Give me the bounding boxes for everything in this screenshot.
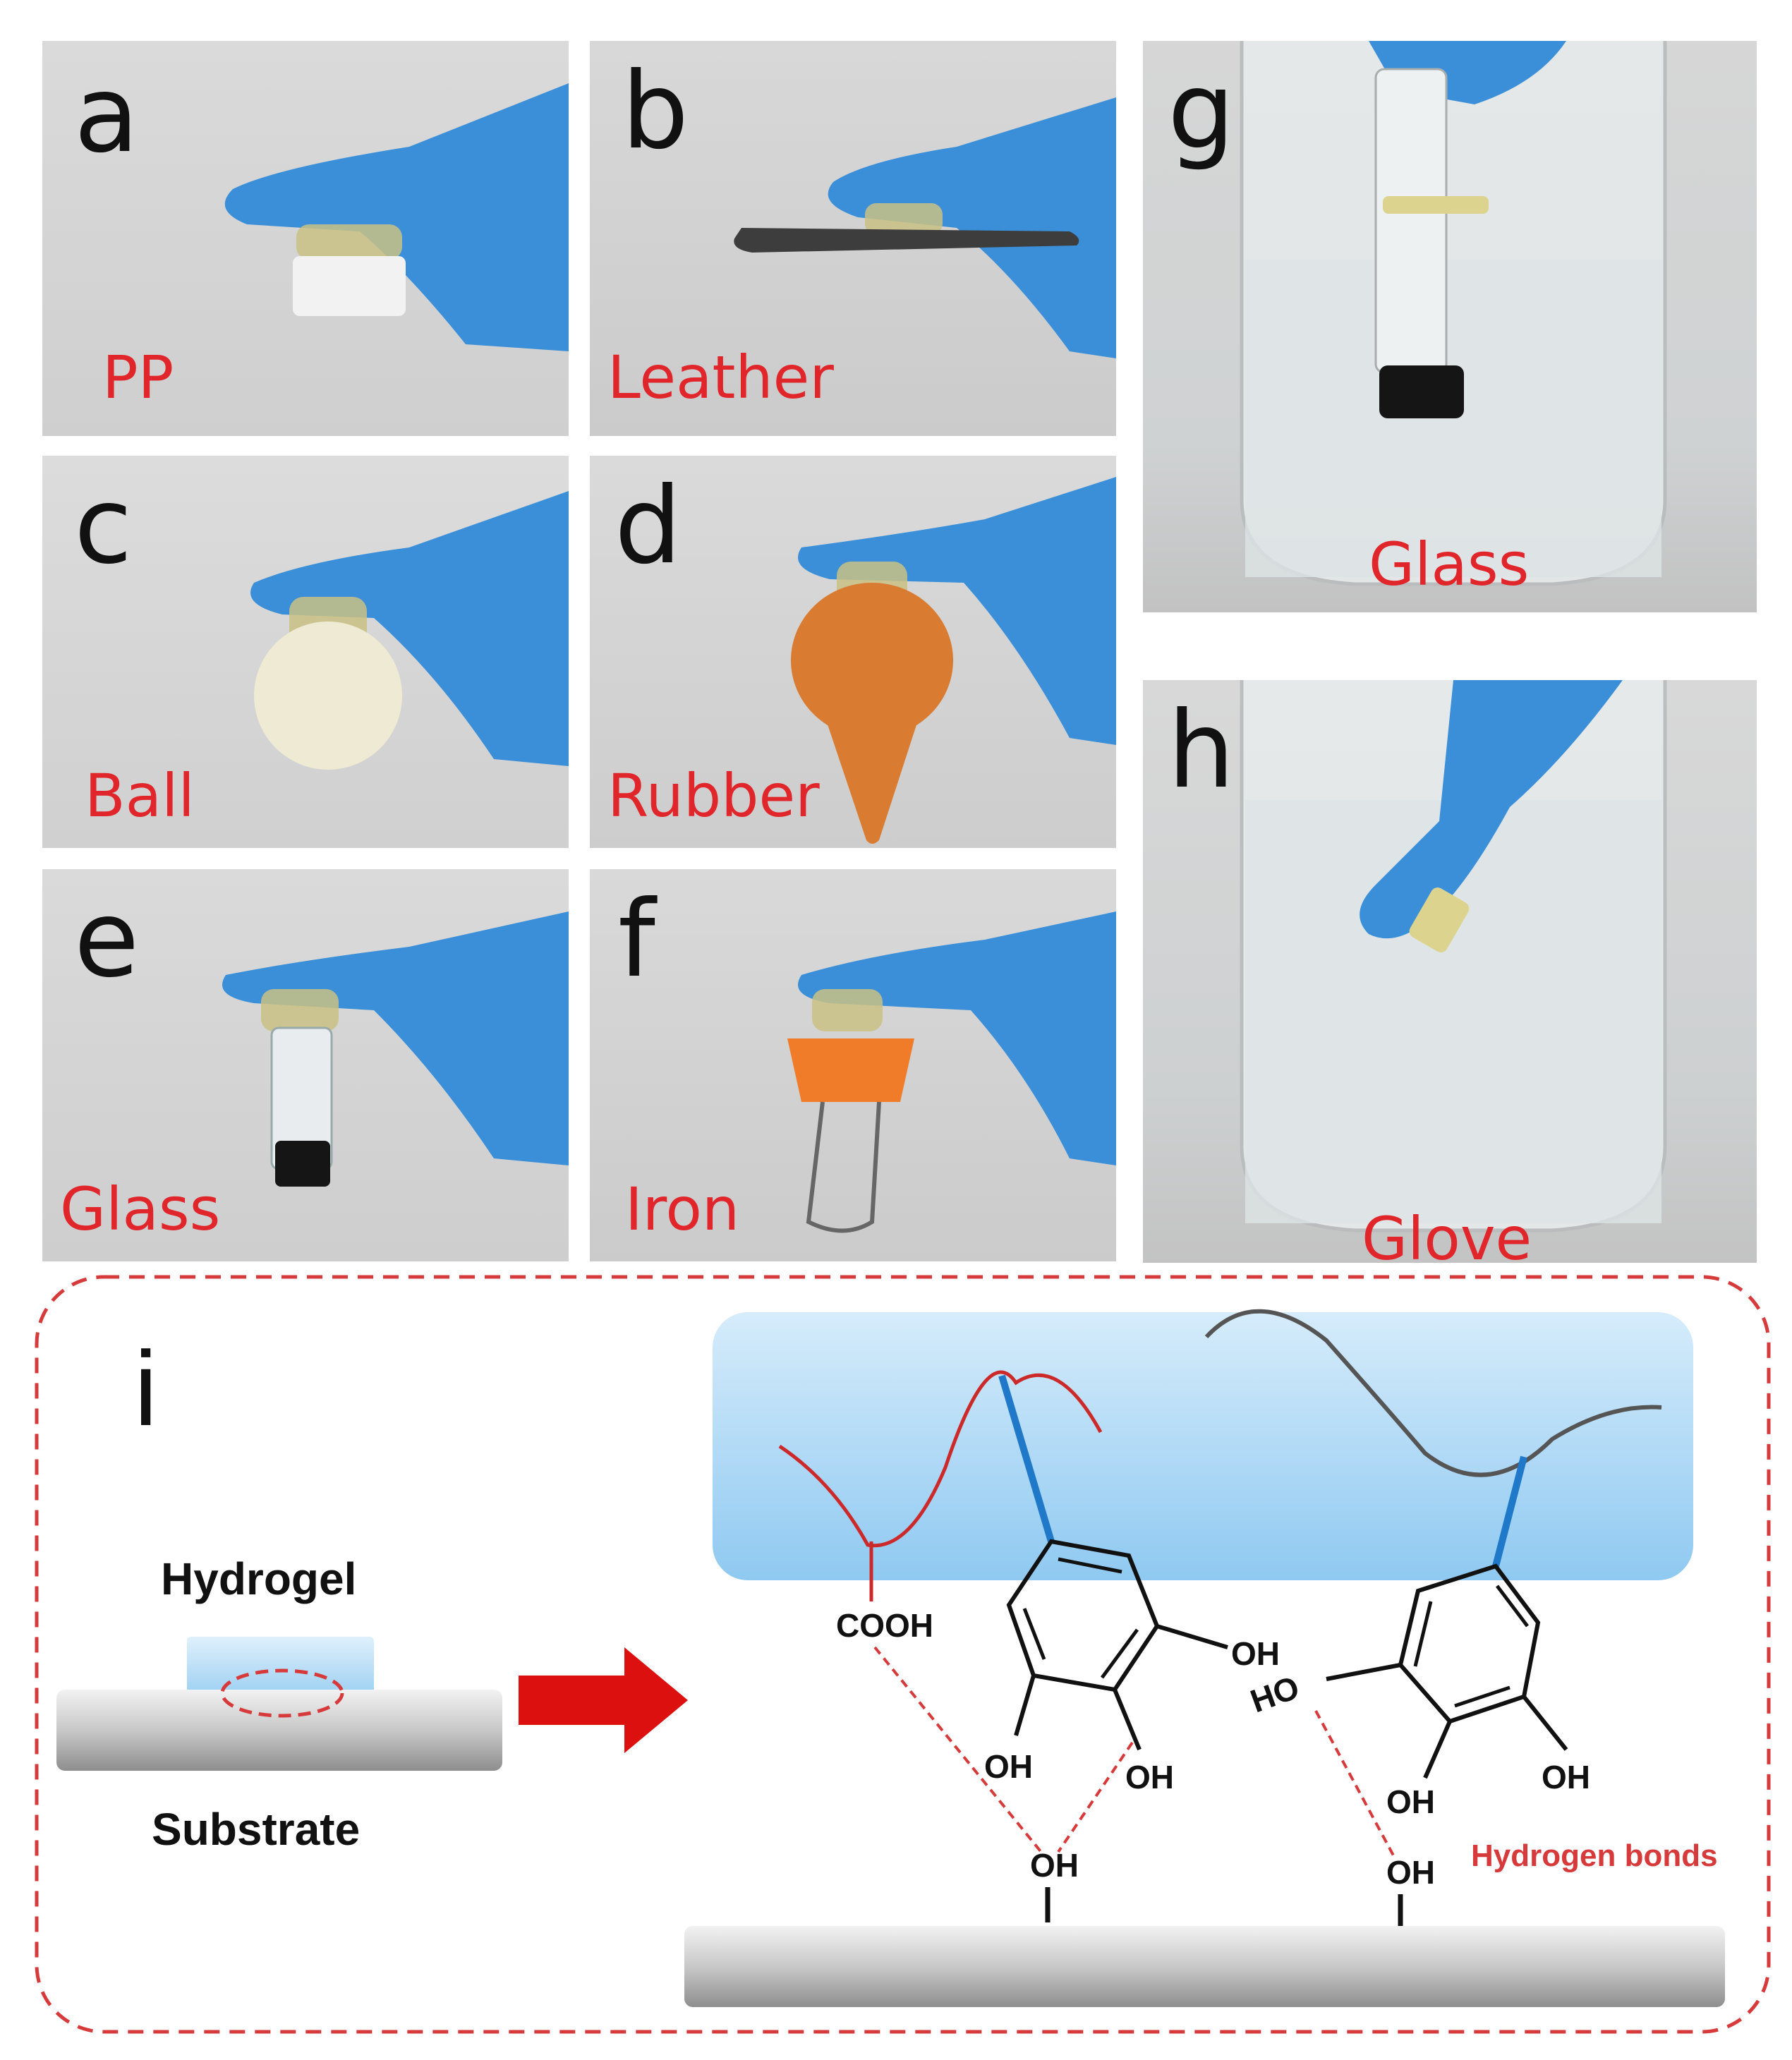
polymer-chain-red: [778, 1370, 1103, 1548]
panel-label: Glass: [1369, 530, 1530, 599]
glove-icon: [828, 97, 1116, 358]
hydrogel-sample: [1383, 196, 1489, 214]
panel-e: e Glass: [42, 869, 569, 1261]
blue-link-1: [998, 1374, 1055, 1543]
rubber-bulb-tip: [823, 710, 921, 844]
binder-clip: [787, 1038, 914, 1102]
substrate-label: Substrate: [152, 1804, 360, 1855]
panel-h-photo: [1240, 680, 1667, 1232]
panel-f-photo: [787, 911, 1116, 1233]
panel-d: d Rubber: [590, 456, 1116, 848]
panel-letter: e: [74, 878, 140, 1001]
hydrogel-label: Hydrogel: [161, 1553, 356, 1604]
ho-label: HO: [1246, 1668, 1304, 1719]
panel-a: a PP: [42, 41, 569, 436]
panel-d-photo: [791, 477, 1116, 844]
small-hydrogel: [187, 1637, 374, 1693]
panel-label: Glove: [1362, 1204, 1532, 1263]
interface-highlight: [220, 1668, 344, 1718]
panel-label: Ball: [85, 761, 195, 830]
hydrogen-bond: [873, 1646, 1044, 1855]
oh-label: OH: [984, 1748, 1033, 1785]
panel-letter: c: [74, 465, 133, 588]
panel-h: h Glove: [1143, 680, 1757, 1263]
vial-cap: [275, 1141, 330, 1187]
glove-icon: [224, 83, 569, 351]
panel-letter: d: [615, 465, 682, 588]
cooh-label: COOH: [836, 1607, 933, 1644]
hydrogel-block: [713, 1312, 1693, 1580]
blue-link-2: [1492, 1455, 1527, 1568]
substrate-bar: [684, 1926, 1725, 2007]
panel-b: b Leather: [590, 41, 1116, 436]
oh-label: OH: [1125, 1759, 1174, 1795]
oh-label: OH: [1030, 1847, 1079, 1884]
glove-icon: [1360, 680, 1623, 939]
oh-label: OH: [1231, 1635, 1280, 1672]
panel-letter: a: [74, 54, 139, 176]
panel-letter: i: [134, 1329, 157, 1448]
ball-object: [254, 622, 402, 770]
hydrogen-bond: [1057, 1741, 1134, 1853]
glove-icon: [222, 911, 569, 1165]
panel-c-photo: [250, 491, 569, 770]
oh-label: OH: [1386, 1854, 1435, 1891]
panel-g: g Glass: [1143, 41, 1757, 612]
panel-label: Glass: [60, 1175, 221, 1244]
panel-label: Rubber: [607, 761, 820, 830]
panel-label: PP: [102, 343, 174, 412]
panel-b-photo: [734, 97, 1116, 358]
panel-label: Iron: [625, 1175, 740, 1244]
vial-cap: [1379, 365, 1464, 418]
glove-icon: [798, 911, 1116, 1165]
hydrogel-sample: [865, 203, 943, 235]
hydrogel-sample: [812, 989, 883, 1031]
panel-label: Leather: [607, 343, 834, 412]
red-arrow-icon: [519, 1647, 688, 1753]
panel-letter: b: [622, 50, 689, 173]
rubber-bulb: [791, 583, 953, 738]
hydrogel-sample: [261, 989, 339, 1031]
dashed-border: [35, 1275, 1771, 2034]
polymer-chain-gray: [1204, 1309, 1662, 1477]
hydrogel-sample: [1409, 887, 1470, 952]
panel-letter: g: [1168, 50, 1235, 173]
binder-clip-wire: [806, 1101, 881, 1233]
leather-strip: [734, 228, 1079, 253]
panel-a-photo: [224, 83, 569, 351]
glove-icon: [250, 491, 569, 766]
oh-label: OH: [1386, 1783, 1435, 1820]
oh-label: OH: [1542, 1759, 1590, 1795]
hydrogen-bonds-label: Hydrogen bonds: [1471, 1838, 1718, 1873]
panel-e-photo: [222, 911, 569, 1187]
small-substrate: [56, 1690, 502, 1771]
hydrogel-sample: [296, 224, 402, 260]
panel-c: c Ball: [42, 456, 569, 848]
pp-block: [293, 256, 406, 316]
panel-letter: h: [1168, 689, 1235, 812]
panel-f: f Iron: [590, 869, 1116, 1261]
hydrogen-bond: [1314, 1710, 1395, 1856]
panel-g-photo: [1240, 41, 1667, 586]
glove-icon: [798, 477, 1116, 745]
panel-letter: f: [618, 878, 655, 1001]
